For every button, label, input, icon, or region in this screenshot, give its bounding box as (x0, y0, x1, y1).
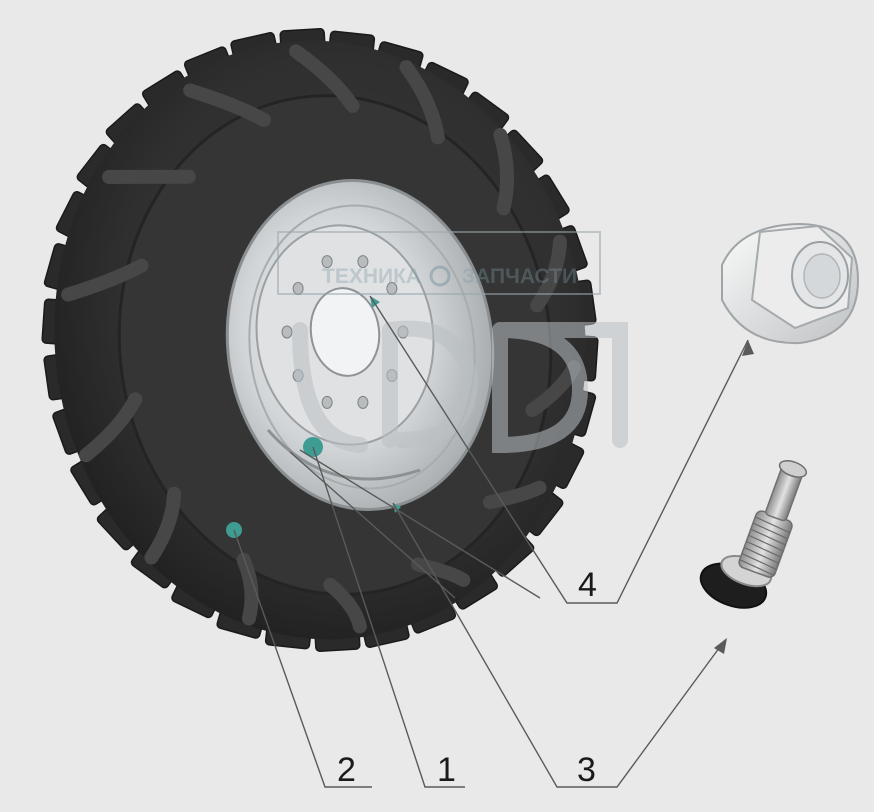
leader-lines (233, 295, 749, 788)
valve-thread (741, 553, 777, 570)
sidewall-rib (61, 258, 149, 302)
wheel-rim (225, 179, 495, 511)
sidewall-rib (411, 557, 471, 587)
bolt-hole (321, 255, 333, 269)
leader-line-1c (299, 449, 541, 599)
sidewall-rib (530, 234, 567, 313)
leader-line-2 (233, 529, 372, 788)
tire-valve (699, 460, 808, 609)
leader-line-4 (369, 295, 749, 604)
watermark-logo-letters (292, 320, 628, 454)
bolt-hole (281, 325, 293, 339)
bolt-hole (357, 255, 369, 269)
watermark: ТЕХНИКА ЗАПЧАСТИ (277, 231, 628, 454)
sidewall-rib (79, 392, 143, 463)
leader-line-1b (289, 451, 456, 599)
arrow-head-3 (714, 638, 727, 654)
leader-line-1 (312, 446, 465, 788)
sidewall-rib (289, 44, 360, 113)
watermark-text-left: ТЕХНИКА (322, 265, 421, 288)
valve-thread (743, 546, 780, 564)
watermark-frame (277, 231, 601, 295)
valve-cap-top (778, 460, 808, 478)
callout-label-3: 3 (577, 751, 596, 789)
bolt-hole (292, 282, 304, 295)
callout-label-2: 2 (337, 751, 356, 789)
valve-thread (746, 540, 782, 558)
arrow-head-4 (742, 340, 754, 356)
valve-thread (748, 534, 784, 552)
sidewall-rib (323, 577, 367, 634)
sidewall-rib (482, 480, 547, 510)
valve-thread (739, 559, 775, 577)
bolt-hole (321, 395, 333, 409)
sidewall-rib (236, 552, 259, 626)
bolt-hole (357, 395, 369, 409)
valve-thread (750, 528, 786, 546)
sidewall-rib (183, 83, 271, 127)
sidewall-rib (493, 127, 515, 216)
rim-inner-ring (248, 204, 476, 490)
callout-label-4: 4 (578, 566, 597, 604)
valve-thread (752, 522, 788, 540)
valve-thread (754, 516, 791, 534)
leader-line-3 (392, 502, 726, 788)
valve-threads (739, 516, 791, 577)
sidewall-rib (399, 60, 445, 145)
callout-label-1: 1 (437, 751, 456, 789)
rim-bead-shadow (266, 429, 421, 481)
rim-center-hole (309, 287, 381, 377)
wheel-nut (721, 222, 860, 345)
gear-icon (429, 265, 451, 287)
sidewall-rib (144, 486, 182, 565)
watermark-text-right: ЗАПЧАСТИ (462, 265, 577, 288)
nut-thread-inner (803, 253, 841, 299)
